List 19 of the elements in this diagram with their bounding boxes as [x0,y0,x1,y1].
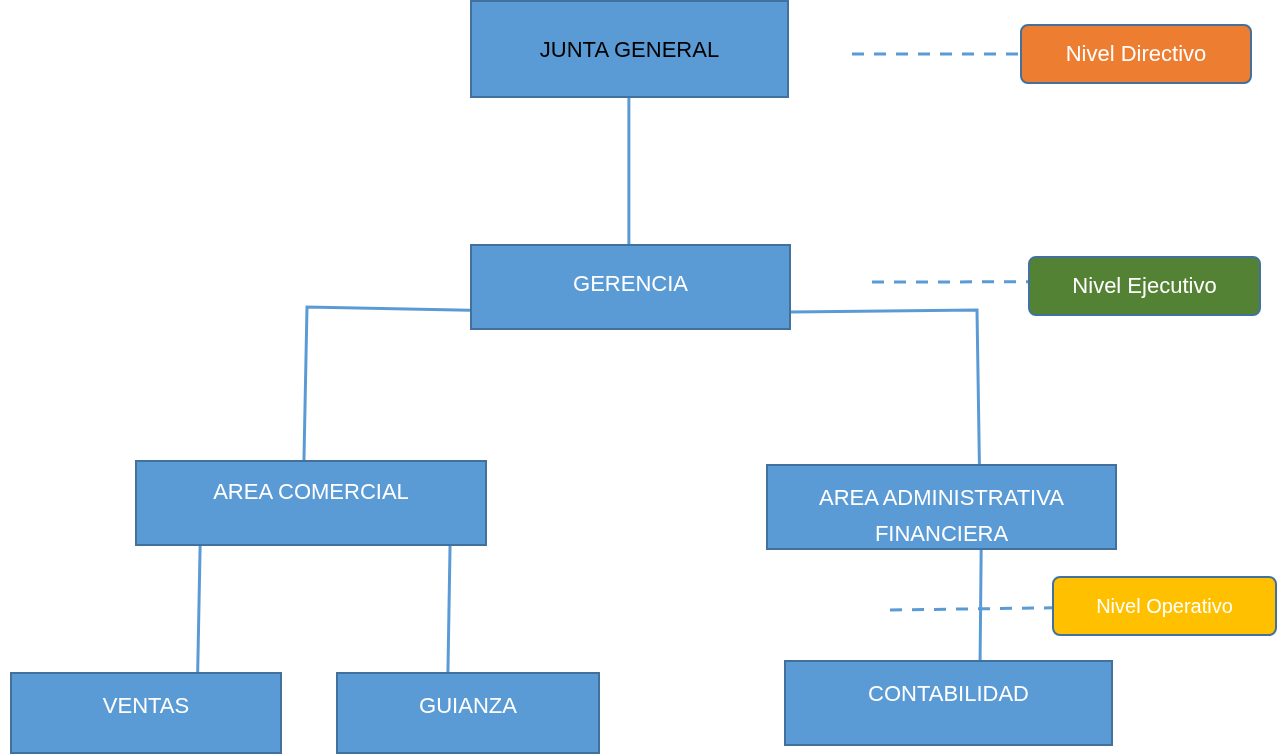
connector-line [627,98,631,244]
level-tag: Nivel Ejecutivo [1028,256,1261,316]
dashed-connector [872,280,1028,284]
connector-line [196,545,202,673]
org-box: CONTABILIDAD [784,660,1113,746]
level-tag: Nivel Operativo [1052,576,1277,636]
connector-line [791,308,981,465]
org-box: JUNTA GENERAL [470,0,789,98]
connector-line [446,545,452,673]
dashed-connector [852,52,1020,56]
org-box: VENTAS [10,672,282,754]
connector-line [978,550,983,660]
dashed-connector [889,606,1053,612]
org-box: GERENCIA [470,244,791,330]
org-box: AREA ADMINISTRATIVA FINANCIERA [766,464,1117,550]
connector-line [302,305,471,461]
org-box: AREA COMERCIAL [135,460,487,546]
org-box: GUIANZA [336,672,600,754]
level-tag: Nivel Directivo [1020,24,1252,84]
